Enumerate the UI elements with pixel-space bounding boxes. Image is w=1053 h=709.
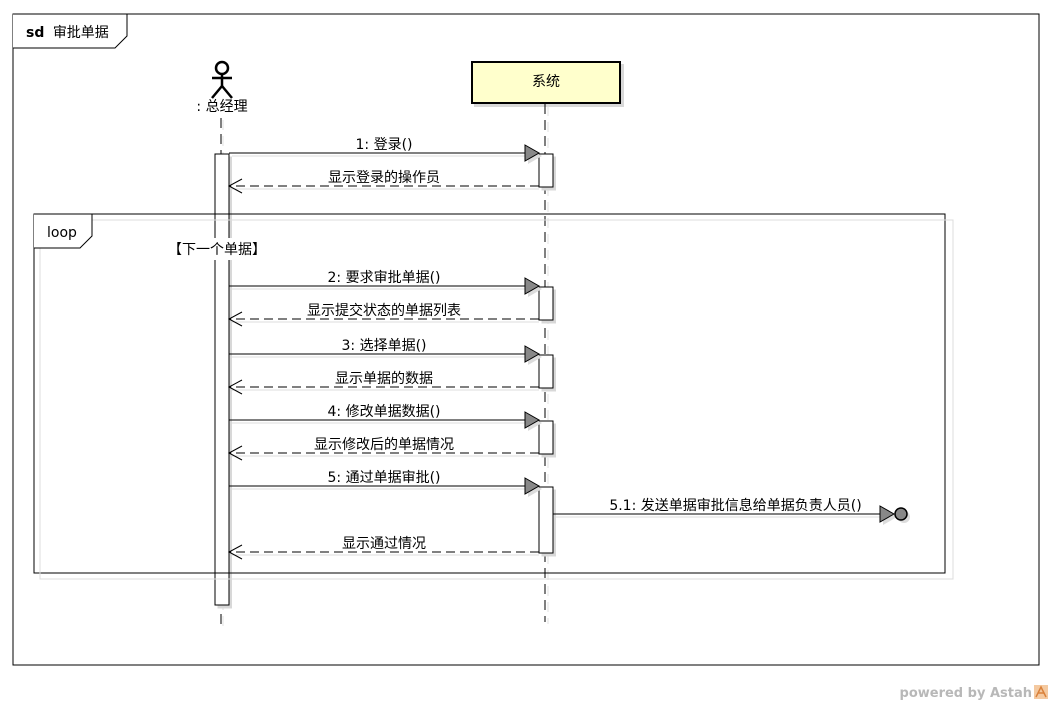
frame-title: sd 审批单据 [26, 25, 109, 41]
message-8[interactable]: 显示修改后的单据情况 [227, 437, 539, 461]
system-head-box [471, 61, 621, 104]
filled-arrowhead-icon [524, 277, 541, 295]
message-6[interactable]: 显示单据的数据 [227, 371, 539, 395]
open-arrowhead-icon [227, 544, 243, 560]
message-7[interactable]: 4: 修改单据数据() [229, 404, 542, 431]
message-label: 显示修改后的单据情况 [314, 437, 454, 453]
system-name: 系统 [532, 74, 560, 90]
message-label: 显示单据的数据 [335, 371, 433, 387]
lifeline-actor[interactable]: : 总经理 [196, 60, 248, 632]
system-activation-2 [538, 286, 554, 321]
system-activation-4 [538, 420, 554, 455]
system-activation-bars [538, 153, 554, 554]
message-label: 5: 通过单据审批() [328, 470, 441, 486]
loop-guard: 【下一个单据】 [168, 242, 266, 258]
message-label: 5.1: 发送单据审批信息给单据负责人员() [609, 497, 861, 514]
message-11[interactable]: 显示通过情况 [227, 536, 539, 560]
open-arrowhead-icon [227, 379, 243, 395]
loop-keyword: loop [47, 225, 77, 241]
message-label: 显示提交状态的单据列表 [307, 302, 461, 319]
message-9[interactable]: 5: 通过单据审批() [229, 470, 542, 497]
message-10[interactable]: 5.1: 发送单据审批信息给单据负责人员() [553, 497, 910, 525]
astah-branding: powered by Astah [900, 685, 1048, 701]
message-label: 2: 要求审批单据() [328, 270, 441, 286]
message-label: 显示登录的操作员 [328, 170, 440, 186]
actor-stick-figure-icon [211, 60, 233, 99]
system-activation-1 [538, 153, 554, 188]
filled-arrowhead-icon [524, 345, 541, 363]
lost-message-endpoint-icon [894, 507, 908, 521]
system-activation-3 [538, 354, 554, 389]
diagram-frame: sd 审批单据 [12, 13, 1040, 666]
system-activation-5 [538, 486, 554, 554]
message-label: 1: 登录() [356, 137, 413, 153]
filled-arrowhead-icon [524, 477, 541, 495]
message-label: 3: 选择单据() [342, 338, 427, 354]
frame-name: 审批单据 [53, 25, 109, 41]
loop-fragment[interactable]: loop 【下一个单据】 [33, 213, 954, 580]
lifeline-system[interactable]: 系统 [471, 61, 621, 624]
message-2[interactable]: 显示登录的操作员 [227, 170, 539, 194]
filled-arrowhead-icon [879, 505, 896, 523]
branding-text: powered by Astah [900, 686, 1032, 701]
messages-group: 1: 登录() 显示登录的操作员 2: 要求审批单据() 显示提交状态的单据列表 3: … [227, 137, 910, 560]
frame-keyword: sd [26, 25, 44, 41]
actor-name: : 总经理 [196, 99, 247, 115]
message-5[interactable]: 3: 选择单据() [229, 338, 542, 365]
open-arrowhead-icon [227, 445, 243, 461]
message-label: 4: 修改单据数据() [328, 404, 441, 420]
actor-activation-bar [214, 153, 230, 606]
filled-arrowhead-icon [524, 144, 541, 162]
filled-arrowhead-icon [524, 411, 541, 429]
message-4[interactable]: 显示提交状态的单据列表 [227, 302, 539, 327]
message-3[interactable]: 2: 要求审批单据() [229, 270, 542, 297]
open-arrowhead-icon [227, 311, 243, 327]
message-label: 显示通过情况 [342, 536, 426, 552]
message-1[interactable]: 1: 登录() [229, 137, 542, 164]
open-arrowhead-icon [227, 178, 243, 194]
